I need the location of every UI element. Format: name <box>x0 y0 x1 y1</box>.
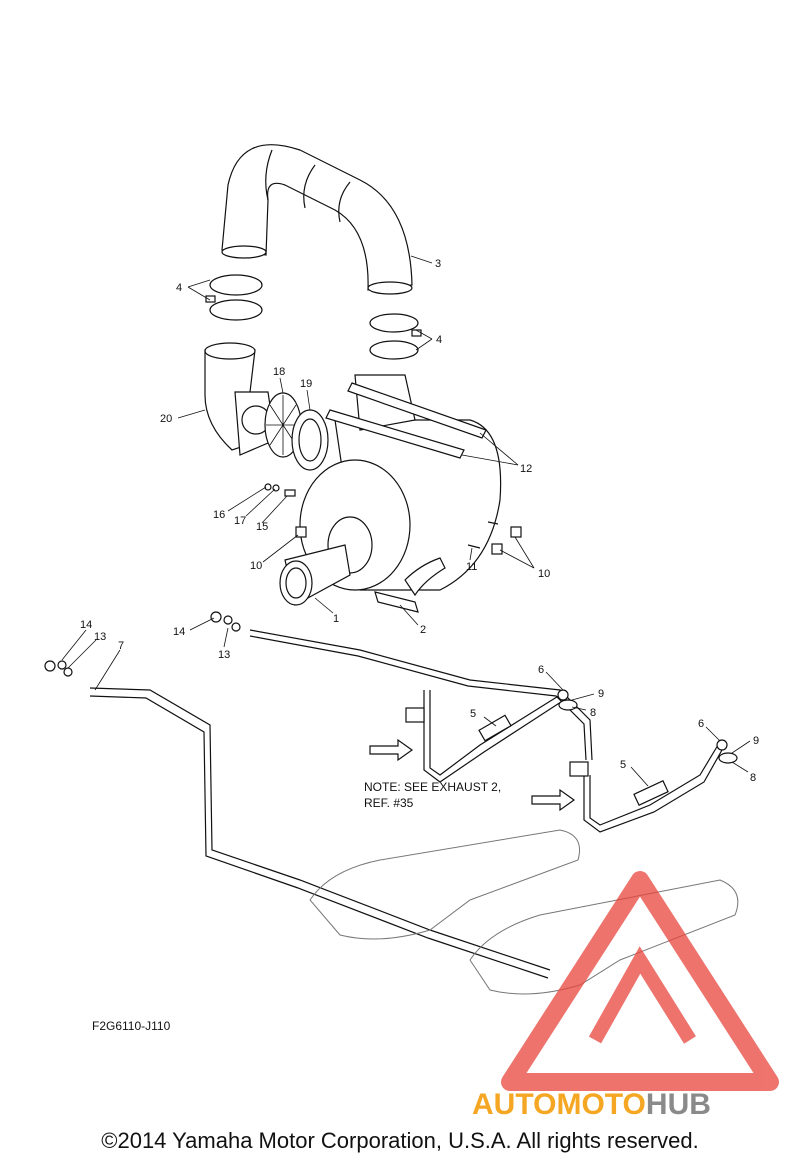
callout-13-center: 13 <box>218 649 230 661</box>
callout-16: 16 <box>213 509 225 521</box>
part-13-14-fittings-left <box>44 660 73 677</box>
part-12-straps <box>325 382 487 459</box>
part-6-8-9-fittings-right <box>716 739 738 764</box>
copyright-notice: ©2014 Yamaha Motor Corporation, U.S.A. A… <box>101 1128 699 1153</box>
exhaust-manifold-ghost <box>309 829 739 995</box>
note-line-2: REF. #35 <box>364 796 414 810</box>
callout-12: 12 <box>520 463 532 475</box>
hardware-bolts-nuts <box>264 483 522 555</box>
automotohub-logo <box>501 871 779 1091</box>
callout-9-left: 9 <box>598 688 604 700</box>
callout-4-lower: 4 <box>436 334 442 346</box>
watermark-text-primary: AUTOMOTO <box>472 1088 646 1121</box>
part-7-water-hose <box>89 629 593 979</box>
callout-19: 19 <box>300 378 312 390</box>
note-arrows <box>369 738 576 812</box>
callout-8-right: 8 <box>750 772 756 784</box>
part-19-ring <box>291 409 329 471</box>
part-4-clamps-upper <box>205 274 263 321</box>
callout-6-right: 6 <box>698 718 704 730</box>
callout-7: 7 <box>118 640 124 652</box>
callout-1: 1 <box>333 613 339 625</box>
callout-6-left: 6 <box>538 664 544 676</box>
callout-20: 20 <box>160 413 172 425</box>
leader-lines <box>61 255 751 787</box>
exhaust-parts-diagram: 3 4 4 18 19 20 12 16 17 15 10 10 11 1 2 … <box>44 144 779 1121</box>
callout-17: 17 <box>234 515 246 527</box>
callout-10-left: 10 <box>250 560 262 572</box>
callout-2: 2 <box>420 624 426 636</box>
part-13-14-fittings-center <box>210 611 241 632</box>
callout-3: 3 <box>435 258 441 270</box>
drawing-code: F2G6110-J110 <box>92 1019 171 1033</box>
callout-13-left: 13 <box>94 631 106 643</box>
watermark-text: AUTOMOTOHUB <box>472 1088 711 1121</box>
part-20-elbow <box>204 342 276 456</box>
callout-9-right: 9 <box>753 735 759 747</box>
part-4-clamps-lower <box>369 313 422 360</box>
callout-10-right: 10 <box>538 568 550 580</box>
callout-18: 18 <box>273 366 285 378</box>
part-2-bracket <box>374 557 446 613</box>
part-5-hose-left <box>405 690 565 783</box>
callout-labels: 3 4 4 18 19 20 12 16 17 15 10 10 11 1 2 … <box>80 258 759 784</box>
callout-14-left: 14 <box>80 619 92 631</box>
callout-15: 15 <box>256 521 268 533</box>
callout-11: 11 <box>466 561 477 573</box>
note-line-1: NOTE: SEE EXHAUST 2, <box>364 780 501 794</box>
callout-4-upper: 4 <box>176 282 182 294</box>
part-1-muffler <box>279 374 502 606</box>
callout-8-left: 8 <box>590 707 596 719</box>
watermark-text-secondary: HUB <box>646 1088 711 1121</box>
part-3-exhaust-hose <box>221 144 413 295</box>
part-6-8-9-fittings-left <box>557 689 578 711</box>
part-5-hose-right <box>569 744 723 833</box>
callout-5-left: 5 <box>470 708 476 720</box>
reference-note: NOTE: SEE EXHAUST 2, REF. #35 <box>364 780 501 810</box>
callout-5-right: 5 <box>620 759 626 771</box>
callout-14-center: 14 <box>173 626 185 638</box>
